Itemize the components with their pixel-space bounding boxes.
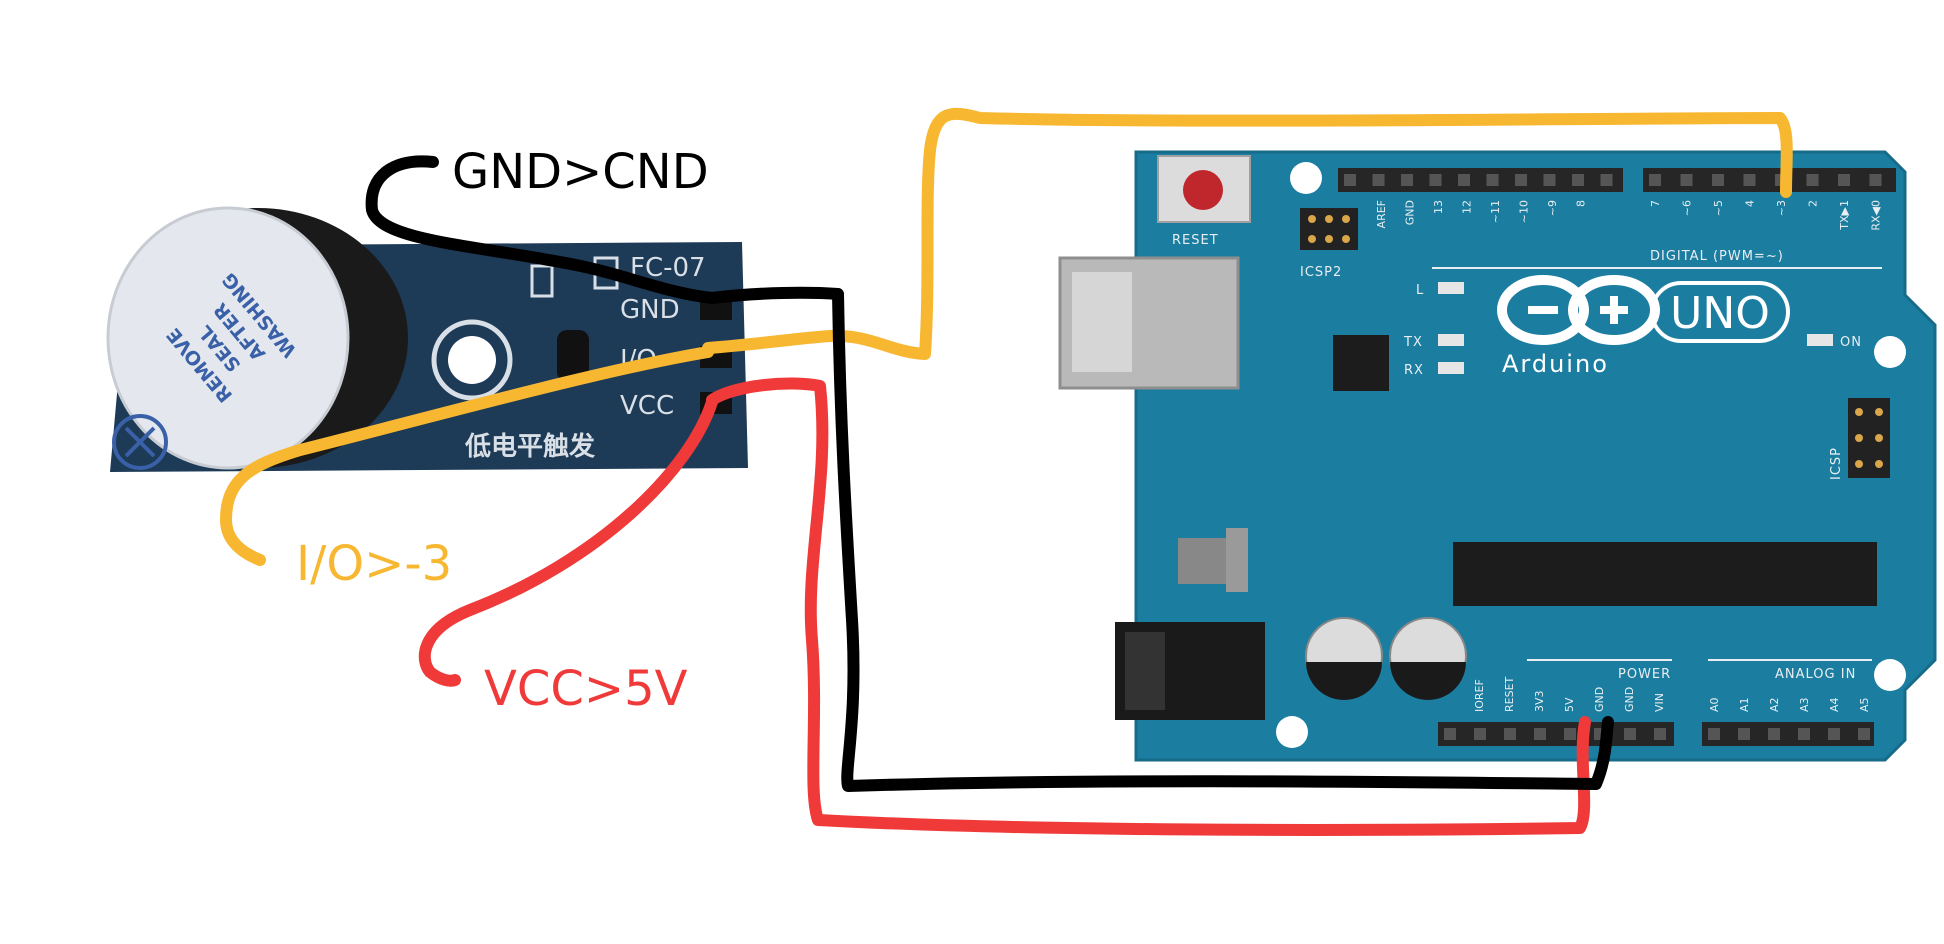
pin-label: ~5 xyxy=(1712,200,1725,216)
pin-label: 8 xyxy=(1575,200,1588,207)
pin-label: ~6 xyxy=(1681,200,1694,216)
power-header xyxy=(1438,722,1674,746)
annotation-vcc: VCC>5V xyxy=(484,661,688,717)
power-header-label: POWER xyxy=(1618,667,1671,682)
pin-label: IOREF xyxy=(1473,679,1486,712)
capacitor xyxy=(1389,617,1467,700)
pin-label: A4 xyxy=(1828,697,1841,712)
mounting-hole xyxy=(1276,716,1308,748)
board-pcb xyxy=(1134,150,1937,762)
power-pin-labels: IOREF RESET 3V3 5V GND GND VIN xyxy=(1473,676,1666,712)
reset-label: RESET xyxy=(1172,233,1219,248)
pin-label: RESET xyxy=(1503,676,1516,712)
pin-label: A2 xyxy=(1768,697,1781,712)
voltage-regulator xyxy=(1178,528,1248,592)
microcontroller-chip xyxy=(1453,542,1877,606)
usb-chip xyxy=(1333,335,1389,391)
pin-label: GND xyxy=(1404,200,1417,225)
buzzer-module: REMOVE SEAL AFTER WASHING FC-07 GND I/O … xyxy=(106,206,748,472)
analog-header xyxy=(1702,722,1874,746)
pin-label: A3 xyxy=(1798,697,1811,712)
pin-label: A0 xyxy=(1708,697,1721,712)
module-trigger-label: 低电平触发 xyxy=(464,431,595,462)
pin-label: 3V3 xyxy=(1533,690,1546,712)
on-label: ON xyxy=(1840,335,1862,350)
arduino-logo-icon xyxy=(1497,275,1660,345)
led-label-tx: TX xyxy=(1403,335,1423,350)
arduino-brand-label: Arduino xyxy=(1502,350,1609,378)
analog-header-label: ANALOG IN xyxy=(1775,667,1856,682)
pin-label: ~9 xyxy=(1546,200,1559,216)
pin-label: 4 xyxy=(1744,200,1757,207)
buzzer-vent-icon xyxy=(112,414,168,470)
pin-label: ~3 xyxy=(1775,200,1788,216)
pin-label: ~10 xyxy=(1518,200,1531,223)
pin-label: GND xyxy=(1593,687,1606,712)
pin-label: RX◀0 xyxy=(1870,200,1883,231)
pin-label: 12 xyxy=(1461,200,1474,214)
icsp2-label: ICSP2 xyxy=(1300,265,1342,280)
pin-label: A1 xyxy=(1738,697,1751,712)
status-leds xyxy=(1438,282,1833,374)
vcc-wire xyxy=(706,377,1591,836)
transistor xyxy=(557,330,589,382)
analog-pin-labels: A0 A1 A2 A3 A4 A5 xyxy=(1708,697,1871,712)
pin-label: 7 xyxy=(1649,200,1662,207)
annotation-io: I/O>-3 xyxy=(296,536,452,592)
led-label-rx: RX xyxy=(1404,363,1424,378)
capacitor xyxy=(1305,617,1383,700)
uno-badge xyxy=(1650,281,1790,343)
module-pin-vcc: VCC xyxy=(620,391,674,421)
pin-label: AREF xyxy=(1375,200,1388,228)
icsp-label: ICSP xyxy=(1829,447,1844,480)
pin-label: TX▶1 xyxy=(1838,200,1851,231)
buzzer-cap xyxy=(106,206,350,470)
digital-header-label: DIGITAL (PWM=~) xyxy=(1650,249,1784,264)
pin-label: 5V xyxy=(1563,697,1576,712)
pin-label: A5 xyxy=(1858,697,1871,712)
icsp2-header xyxy=(1300,208,1358,250)
mounting-hole xyxy=(1874,336,1906,368)
mounting-hole xyxy=(1874,659,1906,691)
gnd-wire xyxy=(365,155,1614,792)
pin-label: ~11 xyxy=(1489,200,1502,223)
pin-label: GND xyxy=(1623,687,1636,712)
pin-label: 13 xyxy=(1432,200,1445,214)
annotation-gnd: GND>CND xyxy=(452,144,709,200)
resistor xyxy=(530,264,554,298)
pin-label: 2 xyxy=(1807,200,1820,207)
led-label-l: L xyxy=(1416,283,1424,298)
pin-label: VIN xyxy=(1653,693,1666,712)
icsp-header xyxy=(1848,398,1890,478)
module-pin-gnd: GND xyxy=(620,295,680,325)
uno-label: UNO xyxy=(1670,288,1770,339)
mounting-hole xyxy=(1290,162,1322,194)
mounting-hole xyxy=(431,319,513,401)
digital-pin-labels: AREF GND 13 12 ~11 ~10 ~9 8 7 ~6 ~5 4 ~3 2 TX▶1 RX◀0 xyxy=(1375,200,1883,231)
